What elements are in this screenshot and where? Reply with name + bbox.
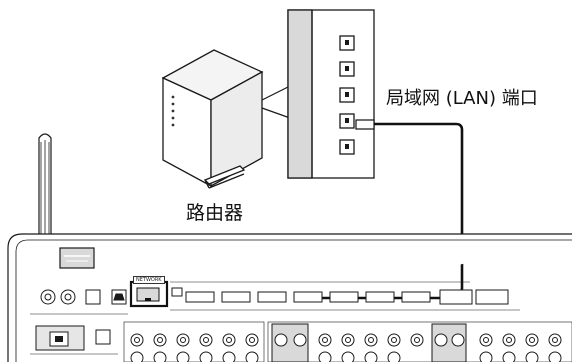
pre-out-jacks bbox=[267, 321, 572, 362]
analog-rca-jacks bbox=[123, 321, 265, 362]
router-side-face bbox=[210, 70, 263, 188]
callout-pointer bbox=[261, 85, 291, 119]
network-port-label: NETWORK bbox=[133, 276, 165, 284]
router-port-notches bbox=[345, 40, 349, 149]
router-lan-port-panel bbox=[287, 9, 375, 179]
router-stand-edge-2 bbox=[208, 173, 245, 189]
router-stand bbox=[203, 165, 246, 185]
router-lan-ports bbox=[339, 35, 355, 155]
router bbox=[161, 49, 264, 189]
router-stand-edge bbox=[204, 179, 210, 189]
hdmi-input-row bbox=[170, 281, 520, 311]
lan-port-label: 局域网 (LAN) 端口 bbox=[386, 88, 538, 109]
wireless-connector-block bbox=[59, 247, 95, 269]
lan-cable-plug-router bbox=[355, 119, 375, 130]
trigger-power-block bbox=[30, 325, 118, 355]
router-status-leds bbox=[171, 95, 175, 127]
receiver-network-port bbox=[129, 280, 169, 308]
router-label: 路由器 bbox=[186, 202, 244, 224]
digital-audio-jacks bbox=[30, 289, 128, 315]
